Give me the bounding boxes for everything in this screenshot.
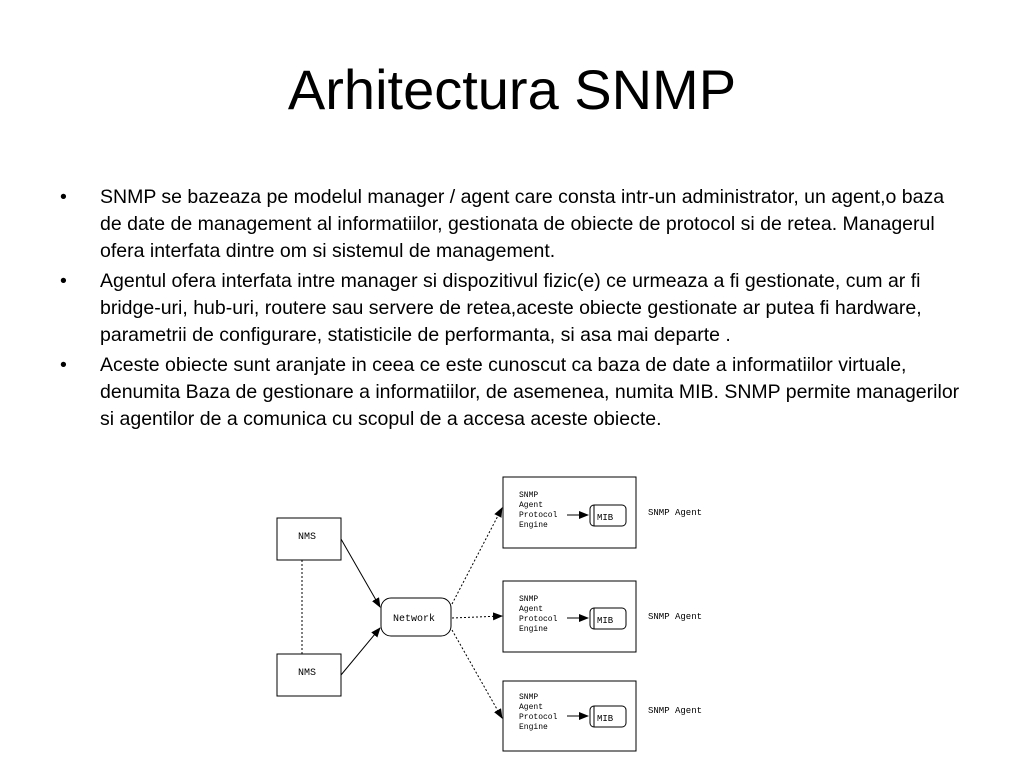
agent-engine-line: Engine [519,723,548,732]
nms-label: NMS [298,668,316,679]
bullet-marker: • [60,186,67,208]
bullet-text: Aceste obiecte sunt aranjate in ceea ce … [100,354,960,430]
agent-engine-line: Engine [519,625,548,634]
bullet-marker: • [60,354,67,376]
agent-engine-line: Agent [519,703,543,712]
nms-label: NMS [298,532,316,543]
network-node: Network [380,597,452,637]
network-to-agent-arrow [451,629,503,719]
bullet-item: • Aceste obiecte sunt aranjate in ceea c… [55,352,970,433]
bullet-marker: • [60,270,67,292]
bullet-list: • SNMP se bazeaza pe modelul manager / a… [55,184,970,436]
nms-to-network-arrow [340,627,381,676]
bullet-item: • Agentul ofera interfata intre manager … [55,268,970,349]
network-to-agent-arrow [451,612,503,621]
mib-store [589,705,627,728]
snmp-agent-node: SNMP Agent Protocol Engine MIB [502,680,637,752]
agent-engine-line: Agent [519,501,543,510]
network-label: Network [393,613,435,625]
snmp-agent-label: SNMP Agent [648,706,702,716]
snmp-agent-node: SNMP Agent Protocol Engine MIB [502,476,637,549]
slide-title: Arhitectura SNMP [287,58,737,121]
agent-engine-line: Agent [519,605,543,614]
nms-node-top: NMS [276,517,342,561]
network-to-agent-arrow [451,507,503,605]
agent-engine-line: Protocol [519,713,558,722]
bullet-text: Agentul ofera interfata intre manager si… [100,270,922,346]
bullet-text: SNMP se bazeaza pe modelul manager / age… [100,186,945,262]
mib-store [589,607,627,630]
mib-label: MIB [597,714,614,724]
mib-label: MIB [597,616,614,626]
nms-to-network-arrow [340,538,381,608]
mib-label: MIB [597,513,614,523]
snmp-agent-label: SNMP Agent [648,612,702,622]
agent-engine-line: SNMP [519,491,538,500]
agent-engine-line: Engine [519,521,548,530]
mib-store [589,504,627,527]
agent-engine-line: SNMP [519,595,538,604]
nms-node-bottom: NMS [276,653,342,697]
snmp-agent-node: SNMP Agent Protocol Engine MIB [502,580,637,653]
snmp-agent-label: SNMP Agent [648,508,702,518]
bullet-item: • SNMP se bazeaza pe modelul manager / a… [55,184,970,265]
agent-engine-line: Protocol [519,615,558,624]
agent-engine-line: SNMP [519,693,538,702]
agent-engine-line: Protocol [519,511,558,520]
